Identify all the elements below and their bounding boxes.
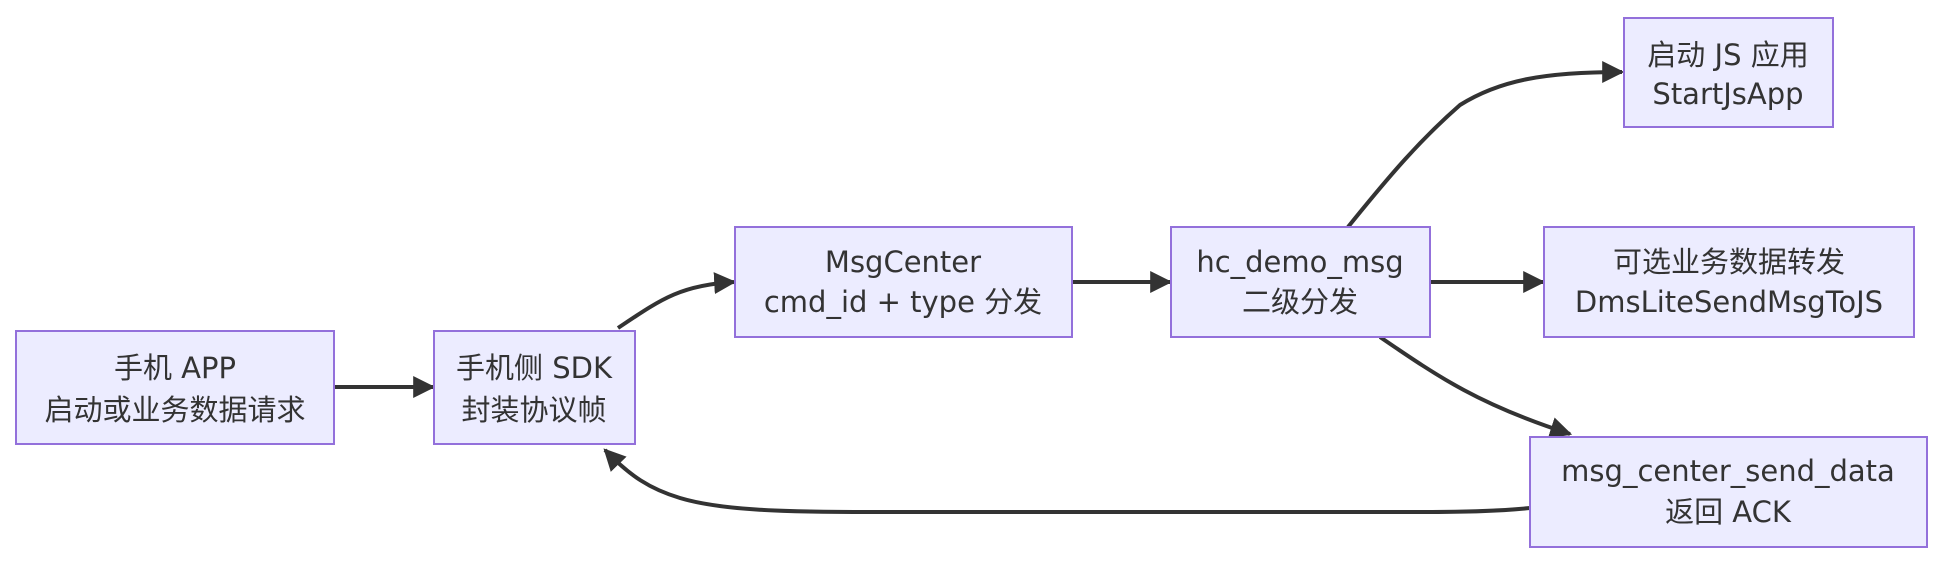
node-msg-center-send-data-line-1: msg_center_send_data: [1561, 454, 1895, 488]
edge-ack-to-sdk: [603, 448, 1531, 514]
node-hc-demo-msg-line-1: hc_demo_msg: [1196, 245, 1403, 279]
node-start-js-app-line-2: StartJsApp: [1652, 77, 1803, 111]
node-msg-center-send-data: msg_center_send_data 返回 ACK: [1529, 436, 1928, 548]
edge-hcdemo-to-startjs: [1346, 61, 1625, 229]
node-phone-app-line-2: 启动或业务数据请求: [44, 393, 305, 427]
node-start-js-app-line-1: 启动 JS 应用: [1647, 38, 1808, 72]
node-msgcenter-line-1: MsgCenter: [825, 245, 981, 279]
node-msgcenter-line-2: cmd_id + type 分发: [764, 285, 1042, 319]
edges: [334, 61, 1625, 514]
node-optional-forward-line-1: 可选业务数据转发: [1613, 245, 1845, 279]
edge-hcdemo-to-ack: [1378, 335, 1573, 439]
node-hc-demo-msg: hc_demo_msg 二级分发: [1170, 226, 1431, 338]
node-msg-center-send-data-line-2: 返回 ACK: [1665, 495, 1792, 529]
node-phone-app: 手机 APP 启动或业务数据请求: [15, 330, 335, 445]
node-start-js-app: 启动 JS 应用 StartJsApp: [1623, 17, 1834, 128]
edge-sdk-to-msgcenter: [616, 272, 737, 330]
node-phone-sdk-line-1: 手机侧 SDK: [456, 351, 613, 385]
node-hc-demo-msg-line-2: 二级分发: [1242, 285, 1358, 319]
node-optional-forward: 可选业务数据转发 DmsLiteSendMsgToJS: [1543, 226, 1915, 338]
node-optional-forward-line-2: DmsLiteSendMsgToJS: [1575, 285, 1883, 319]
node-phone-app-line-1: 手机 APP: [114, 351, 236, 385]
node-phone-sdk: 手机侧 SDK 封装协议帧: [433, 330, 636, 445]
node-phone-sdk-line-2: 封装协议帧: [461, 393, 606, 427]
nodes: 手机 APP 启动或业务数据请求 手机侧 SDK 封装协议帧 MsgCenter…: [15, 17, 1928, 548]
node-msgcenter: MsgCenter cmd_id + type 分发: [734, 226, 1073, 338]
